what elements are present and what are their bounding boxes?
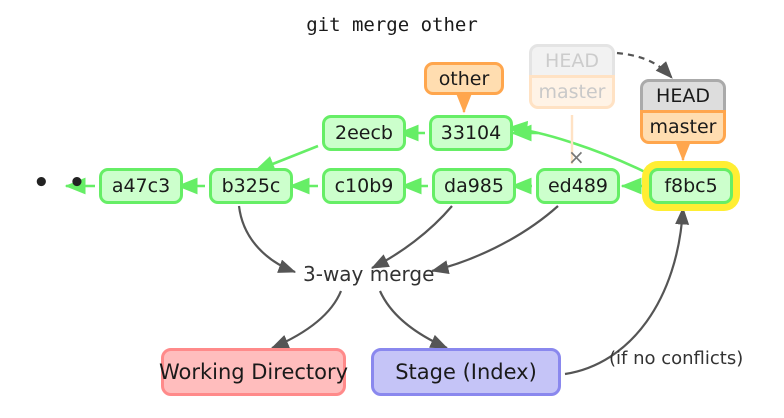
no-conflicts-note: (if no conflicts) [609,348,744,369]
ghost-ref-stack: HEAD master [529,44,615,109]
stage-index-box[interactable]: Stage (Index) [371,348,561,396]
commit-node-33104[interactable]: 33104 [429,115,513,151]
active-ref-stack[interactable]: HEAD master [640,79,726,144]
commit-node-2eecb[interactable]: 2eecb [322,115,406,151]
ghost-head-label: HEAD [529,44,615,78]
three-way-merge-label: 3-way merge [303,262,435,286]
severed-link-x-icon: × [568,145,585,169]
commit-node-b325c[interactable]: b325c [209,168,293,204]
head-label[interactable]: HEAD [640,79,726,113]
working-directory-box[interactable]: Working Directory [159,348,348,396]
commit-node-da985[interactable]: da985 [432,168,516,204]
head-move-edge [616,51,673,79]
page-title: git merge other [306,14,478,36]
ghost-master-label: master [529,75,615,109]
master-label[interactable]: master [640,110,726,144]
commit-node-f8bc5[interactable]: f8bc5 [649,168,733,204]
three-way-merge-outputs [270,290,449,350]
commit-node-ed489[interactable]: ed489 [536,168,620,204]
commit-node-a47c3[interactable]: a47c3 [99,168,183,204]
ref-label-other[interactable]: other [424,62,504,95]
commit-node-c10b9[interactable]: c10b9 [322,168,406,204]
